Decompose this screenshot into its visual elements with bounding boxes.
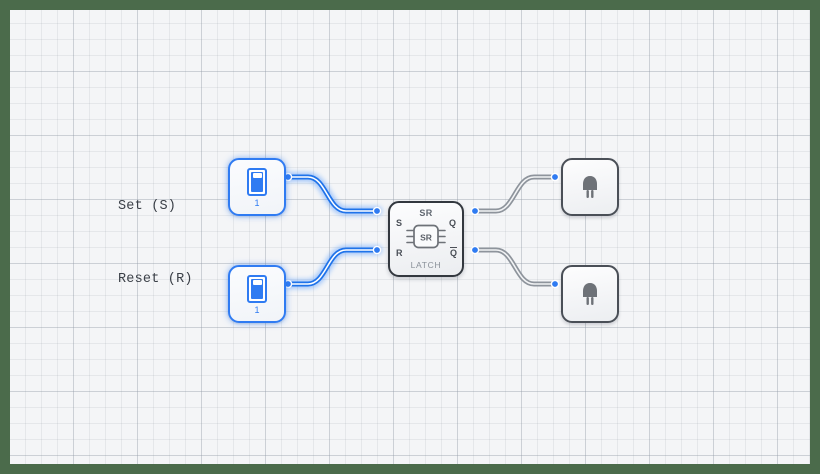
canvas-label-reset: Reset (R) — [118, 272, 193, 287]
wire-endpoint[interactable] — [372, 245, 382, 255]
wire-endpoint[interactable] — [470, 206, 480, 216]
wire-endpoint[interactable] — [470, 245, 480, 255]
sr-latch-title: SR — [419, 208, 433, 218]
led-icon — [583, 176, 597, 198]
node-toggle-switch-set[interactable]: 1 — [228, 158, 286, 216]
ic-chip-icon: SR — [405, 222, 447, 257]
node-led-output-q[interactable] — [561, 158, 619, 216]
node-led-output-q-bar[interactable] — [561, 265, 619, 323]
toggle-switch-value: 1 — [254, 197, 260, 208]
sr-latch-subtitle: LATCH — [410, 260, 442, 270]
wire-reset-to-r[interactable] — [283, 245, 382, 289]
wire-endpoint[interactable] — [372, 206, 382, 216]
sr-latch-pin-q[interactable]: Q — [448, 218, 456, 228]
circuit-canvas[interactable]: Set (S) Reset (R) 1 1 SR S R Q Q — [10, 10, 810, 464]
canvas-label-set: Set (S) — [118, 199, 177, 214]
toggle-switch-value: 1 — [254, 304, 260, 315]
wire-set-to-s[interactable] — [283, 172, 382, 216]
wire-endpoint[interactable] — [550, 279, 560, 289]
toggle-lever — [251, 278, 263, 299]
node-sr-latch[interactable]: SR S R Q Q SR — [388, 201, 464, 277]
sr-latch-pin-q-bar[interactable]: Q — [449, 246, 458, 258]
led-icon — [583, 283, 597, 305]
ic-chip-label: SR — [420, 232, 432, 242]
sr-latch-pin-s[interactable]: S — [396, 218, 403, 228]
sr-latch-pin-r[interactable]: R — [396, 248, 403, 258]
sr-latch-pin-q-bar-text: Q — [449, 246, 458, 258]
node-toggle-switch-reset[interactable]: 1 — [228, 265, 286, 323]
toggle-switch-icon[interactable] — [247, 274, 267, 303]
wire-qbar-to-led[interactable] — [470, 245, 560, 289]
toggle-lever — [251, 171, 263, 192]
wire-q-to-led[interactable] — [470, 172, 560, 216]
wire-endpoint[interactable] — [550, 172, 560, 182]
toggle-switch-icon[interactable] — [247, 167, 267, 196]
